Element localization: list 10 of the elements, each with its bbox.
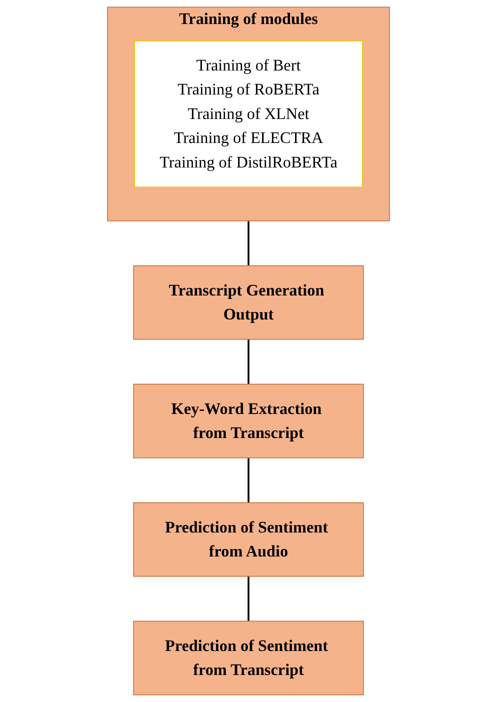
node-box [133,502,364,577]
connector [248,339,250,384]
node-box [133,620,364,696]
connector [248,458,250,503]
connector [248,576,250,622]
cluster [107,6,390,222]
node-box [133,265,364,340]
connector [248,220,250,266]
node-box [134,40,363,188]
node-box [133,384,364,458]
